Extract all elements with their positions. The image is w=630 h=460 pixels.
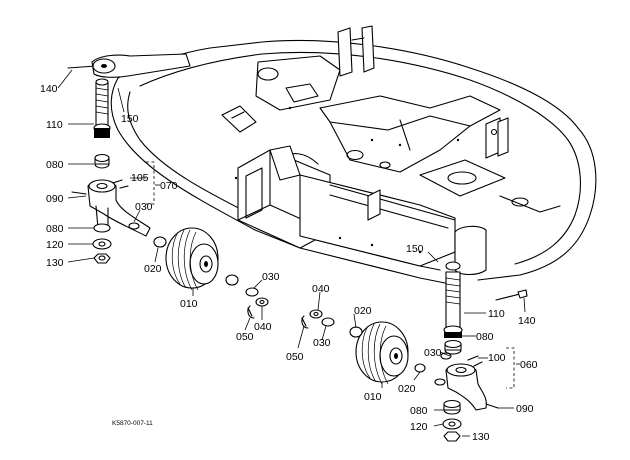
- label-140-left: 140: [40, 83, 58, 95]
- left-caster-assembly: [67, 53, 269, 319]
- label-105-left: 105: [131, 172, 149, 184]
- label-020-right-bottom: 020: [398, 383, 416, 395]
- label-120-right: 120: [410, 421, 428, 433]
- caster-pin-right: [445, 271, 461, 331]
- caster-arm-bracket-left: [91, 53, 191, 78]
- caster-wheel-left: [165, 227, 219, 291]
- group-bracket-060: [506, 347, 515, 389]
- bolt-140-left: [67, 65, 97, 69]
- label-010-left: 010: [180, 298, 198, 310]
- label-090-right: 090: [516, 403, 534, 415]
- group-bracket-070: [146, 161, 155, 205]
- label-080-right-top: 080: [476, 331, 494, 343]
- label-050-right: 050: [286, 351, 304, 363]
- label-040-left: 040: [254, 321, 272, 333]
- label-150-right: 150: [406, 243, 424, 255]
- callout-labels: 140 110 150 080 105 070 090 030 080 120 …: [40, 83, 538, 443]
- label-050-left: 050: [236, 331, 254, 343]
- label-120-left: 120: [46, 239, 64, 251]
- label-040-right: 040: [312, 283, 330, 295]
- label-060-right: 060: [520, 359, 538, 371]
- label-080-left-bottom: 080: [46, 223, 64, 235]
- label-110-right: 110: [488, 308, 505, 320]
- label-030-right-spacer: 030: [313, 337, 331, 349]
- label-110-left: 110: [46, 119, 63, 131]
- label-080-right-bottom: 080: [410, 405, 428, 417]
- label-030-left-arm: 030: [135, 201, 153, 213]
- label-080-left-top: 080: [46, 159, 64, 171]
- label-010-right: 010: [364, 391, 382, 403]
- right-caster-assembly: [301, 225, 528, 442]
- label-070-left: 070: [160, 180, 178, 192]
- label-100-right: 100: [488, 352, 506, 364]
- label-020-right-top: 020: [354, 305, 372, 317]
- label-030-left-axle: 030: [262, 271, 280, 283]
- label-130-right: 130: [472, 431, 490, 443]
- leader-lines: [57, 69, 526, 437]
- mower-deck: [110, 25, 597, 286]
- label-150-left: 150: [121, 113, 139, 125]
- label-020-left: 020: [144, 263, 162, 275]
- drawing-code: K5870-007-11: [112, 420, 153, 427]
- label-090-left: 090: [46, 193, 64, 205]
- caster-wheel-right: [355, 321, 409, 385]
- label-030-right-bush: 030: [424, 347, 442, 359]
- label-140-right: 140: [518, 315, 536, 327]
- label-130-left: 130: [46, 257, 64, 269]
